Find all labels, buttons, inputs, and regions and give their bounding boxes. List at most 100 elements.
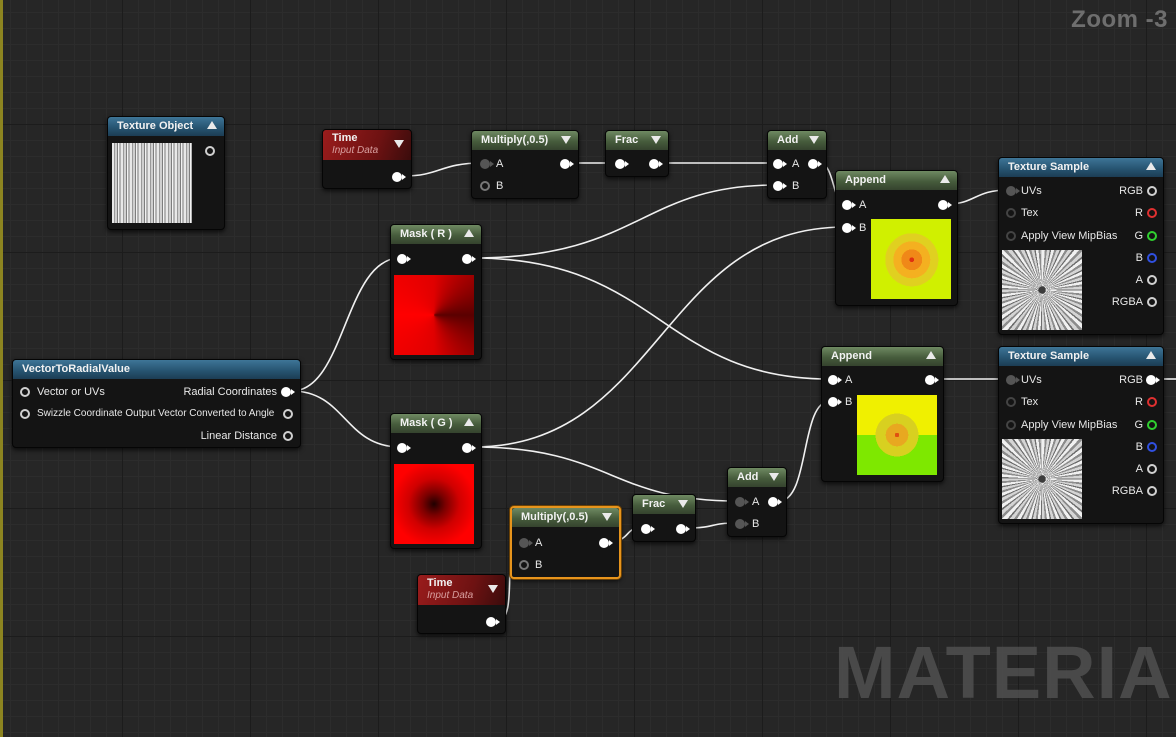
input-pin-a[interactable] [519, 538, 533, 548]
mask-g-node[interactable]: Mask ( G ) [390, 413, 482, 549]
input-pin-b[interactable] [735, 519, 749, 529]
output-pin[interactable] [462, 443, 476, 453]
output-pin[interactable] [486, 617, 500, 627]
add-header[interactable]: Add [728, 468, 786, 487]
texture-sample-node-bottom[interactable]: Texture Sample UVs Tex Apply View MipBia… [998, 346, 1164, 524]
output-pin-swizzle[interactable] [283, 409, 293, 419]
output-pin-b[interactable] [1147, 253, 1157, 263]
output-pin[interactable] [462, 254, 476, 264]
output-pin[interactable] [676, 524, 690, 534]
input-pin-b[interactable] [828, 397, 842, 407]
multiply-node-bottom[interactable]: Multiply(,0.5) A B [510, 506, 621, 579]
output-pin-g[interactable] [1147, 420, 1157, 430]
collapse-icon[interactable] [464, 418, 474, 426]
input-pin-tex[interactable] [1006, 208, 1016, 218]
input-pin-uvs[interactable] [1006, 186, 1020, 196]
texture-object-node[interactable]: Texture Object [107, 116, 225, 230]
collapse-icon[interactable] [207, 121, 217, 129]
output-pin-rgba[interactable] [1147, 297, 1157, 307]
input-pin-a[interactable] [842, 200, 856, 210]
append-header[interactable]: Append [822, 347, 943, 366]
output-pin[interactable] [392, 172, 406, 182]
texture-sample-header[interactable]: Texture Sample [999, 347, 1163, 366]
collapse-icon[interactable] [464, 229, 474, 237]
output-pin-radial[interactable] [281, 387, 295, 397]
texture-sample-header[interactable]: Texture Sample [999, 158, 1163, 177]
input-pin-a[interactable] [828, 375, 842, 385]
frac-node-top[interactable]: Frac [605, 130, 669, 177]
output-pin-rgba[interactable] [1147, 486, 1157, 496]
texture-object-header[interactable]: Texture Object [108, 117, 224, 136]
add-node-bottom[interactable]: Add A B [727, 467, 787, 537]
output-pin[interactable] [599, 538, 613, 548]
collapse-icon[interactable] [1146, 351, 1156, 359]
input-pin-mipbias[interactable] [1006, 420, 1016, 430]
input-pin-b[interactable] [480, 181, 490, 191]
append-node-bottom[interactable]: Append A B [821, 346, 944, 482]
frac-header[interactable]: Frac [633, 495, 695, 514]
output-pin-a[interactable] [1147, 275, 1157, 285]
collapse-icon[interactable] [602, 513, 612, 521]
node-title: Multiply(,0.5) [481, 134, 549, 146]
output-pin-r[interactable] [1147, 397, 1157, 407]
input-pin-vector[interactable] [20, 387, 30, 397]
mask-r-node[interactable]: Mask ( R ) [390, 224, 482, 360]
input-pin-b[interactable] [519, 560, 529, 570]
frac-header[interactable]: Frac [606, 131, 668, 150]
output-pin[interactable] [925, 375, 939, 385]
collapse-icon[interactable] [926, 351, 936, 359]
input-pin-a[interactable] [773, 159, 787, 169]
input-pin-b[interactable] [773, 181, 787, 191]
collapse-icon[interactable] [561, 136, 571, 144]
add-header[interactable]: Add [768, 131, 826, 150]
collapse-icon[interactable] [651, 136, 661, 144]
input-pin[interactable] [641, 524, 655, 534]
output-pin-a[interactable] [1147, 464, 1157, 474]
append-node-top[interactable]: Append A B [835, 170, 958, 306]
collapse-icon[interactable] [769, 473, 779, 481]
input-pin-a[interactable] [735, 497, 749, 507]
mask-g-header[interactable]: Mask ( G ) [391, 414, 481, 433]
multiply-node-top[interactable]: Multiply(,0.5) A B [471, 130, 579, 199]
input-pin[interactable] [615, 159, 629, 169]
output-pin[interactable] [205, 146, 215, 156]
input-pin[interactable] [397, 254, 411, 264]
output-pin[interactable] [938, 200, 952, 210]
input-pin-mipbias[interactable] [1006, 231, 1016, 241]
output-pin[interactable] [560, 159, 574, 169]
collapse-icon[interactable] [678, 500, 688, 508]
output-pin-r[interactable] [1147, 208, 1157, 218]
input-pin-tex[interactable] [1006, 397, 1016, 407]
output-pin[interactable] [768, 497, 782, 507]
append-header[interactable]: Append [836, 171, 957, 190]
vector-to-radial-header[interactable]: VectorToRadialValue [13, 360, 300, 379]
output-pin-g[interactable] [1147, 231, 1157, 241]
input-pin-uvs[interactable] [1006, 375, 1020, 385]
texture-sample-node-top[interactable]: Texture Sample UVs Tex Apply View MipBia… [998, 157, 1164, 335]
output-pin[interactable] [808, 159, 822, 169]
collapse-icon[interactable] [394, 140, 404, 148]
multiply-header[interactable]: Multiply(,0.5) [472, 131, 578, 150]
collapse-icon[interactable] [940, 175, 950, 183]
input-pin[interactable] [397, 443, 411, 453]
collapse-icon[interactable] [809, 136, 819, 144]
output-pin-linear[interactable] [283, 431, 293, 441]
mask-r-header[interactable]: Mask ( R ) [391, 225, 481, 244]
vector-to-radial-node[interactable]: VectorToRadialValue Vector or UVs Swizzl… [12, 359, 301, 448]
output-pin-rgb[interactable] [1147, 186, 1157, 196]
input-pin-swizzle[interactable] [20, 409, 30, 419]
input-pin-b[interactable] [842, 223, 856, 233]
output-pin-rgb[interactable] [1146, 375, 1160, 385]
frac-node-bottom[interactable]: Frac [632, 494, 696, 542]
output-pin[interactable] [649, 159, 663, 169]
output-pin-b[interactable] [1147, 442, 1157, 452]
multiply-header[interactable]: Multiply(,0.5) [512, 508, 619, 527]
input-pin-a[interactable] [480, 159, 494, 169]
add-node-top[interactable]: Add A B [767, 130, 827, 199]
collapse-icon[interactable] [488, 585, 498, 593]
collapse-icon[interactable] [1146, 162, 1156, 170]
